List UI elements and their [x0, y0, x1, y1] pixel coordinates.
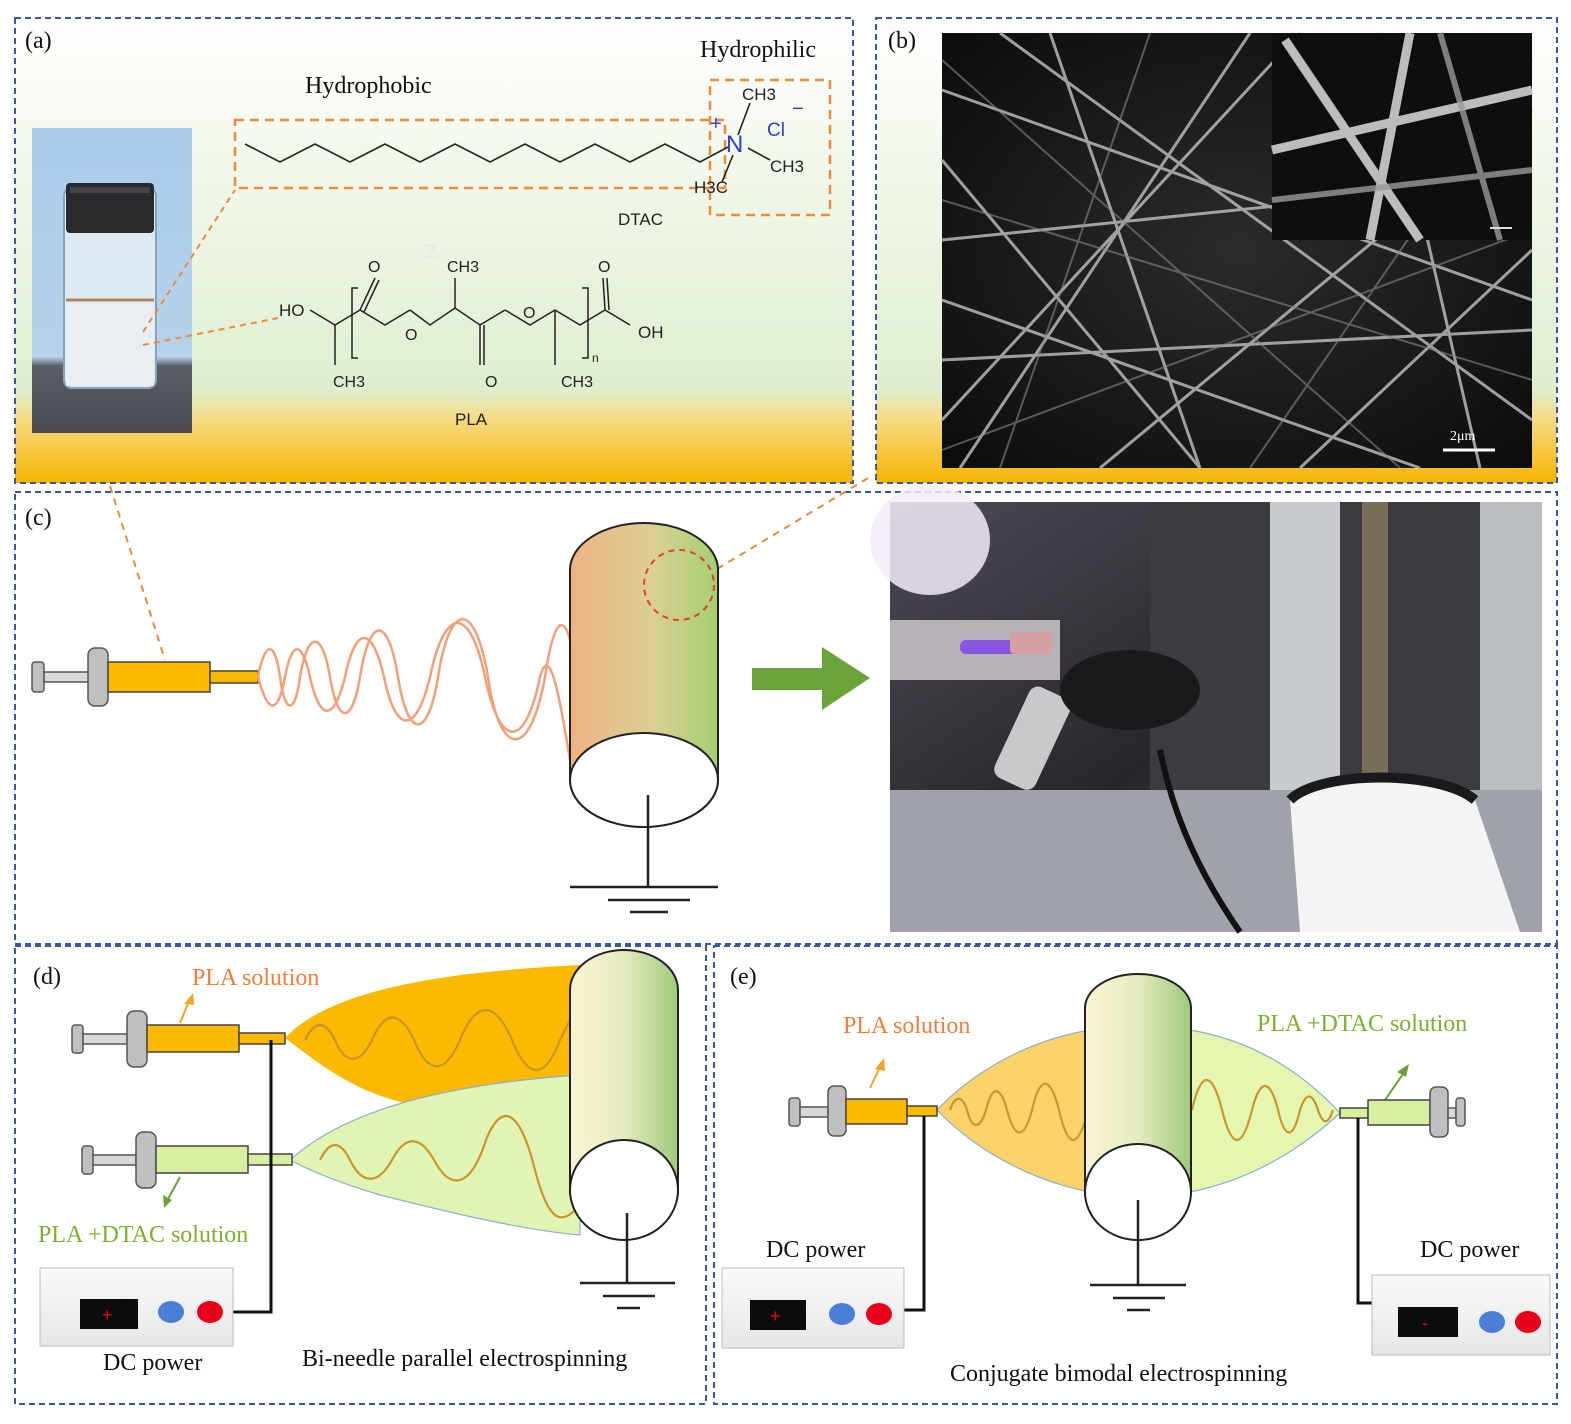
d-power-sign: + — [102, 1305, 113, 1325]
e-dc-power-label-right: DC power — [1420, 1237, 1519, 1263]
e-power-sign-left: + — [770, 1306, 781, 1326]
e-arrow-dtac — [1384, 1073, 1404, 1101]
dtac-ch3-right: CH3 — [770, 157, 804, 176]
d-pla-dtac-label: PLA +DTAC solution — [38, 1222, 248, 1248]
syringe-e-pla — [788, 1085, 938, 1137]
dtac-bond-right — [747, 147, 771, 161]
panel-b-label: (b) — [888, 28, 916, 54]
e-wave-pla — [948, 1082, 1090, 1142]
d-caption: Bi-needle parallel electrospinning — [302, 1346, 627, 1372]
syringe-e-pla-dtac — [1339, 1086, 1466, 1138]
pla-o-5: O — [598, 259, 610, 276]
ground-symbol-e — [1090, 1200, 1186, 1312]
e-dc-power-supply-left: + — [721, 1267, 905, 1349]
pla-ch3-3: CH3 — [561, 374, 593, 391]
dtac-bond-up — [737, 102, 751, 136]
d-wave-pla-dtac — [319, 1114, 576, 1219]
e-arrow-pla-head — [875, 1058, 885, 1071]
syringe-d-pla — [71, 1010, 286, 1068]
panel-a-label: (a) — [25, 28, 52, 54]
pla-callout-line — [142, 317, 279, 346]
e-caption: Conjugate bimodal electrospinning — [950, 1361, 1287, 1387]
e-dc-power-supply-right: - — [1371, 1274, 1551, 1356]
sem-scalebar-label: 2μm — [1450, 429, 1476, 444]
sem-image: 2μm — [940, 31, 1534, 470]
hydrophobic-label: Hydrophobic — [305, 73, 432, 99]
e-power-wire-right — [1356, 1118, 1372, 1305]
hydrophobic-box — [233, 118, 727, 190]
ground-symbol-c — [570, 795, 718, 914]
e-dc-power-label-left: DC power — [766, 1237, 865, 1263]
d-wave-pla — [304, 1009, 576, 1071]
collector-cylinder-d — [569, 949, 679, 1241]
dtac-bond-down — [721, 154, 734, 183]
callout-b-to-c — [711, 477, 869, 573]
d-dc-power-label: DC power — [103, 1350, 202, 1376]
electrospinning-photo — [870, 485, 1542, 934]
syringe-c — [31, 647, 259, 707]
d-power-wire — [233, 1040, 273, 1314]
d-arrow-dtac — [167, 1176, 181, 1200]
pla-ch3-1: CH3 — [333, 374, 365, 391]
collector-cylinder-e — [1084, 973, 1192, 1241]
syringe-d-pla-dtac — [81, 1131, 293, 1189]
pla-o-2: O — [405, 327, 417, 344]
pla-stray-z: Z — [426, 242, 437, 262]
pla-oh: OH — [638, 323, 664, 342]
callout-a-to-c — [109, 485, 166, 661]
panel-e-label: (e) — [730, 964, 757, 990]
d-arrow-pla — [179, 1000, 190, 1024]
d-jet-fan-pla — [285, 965, 580, 1107]
dtac-name: DTAC — [618, 210, 663, 229]
pla-o-1: O — [368, 259, 380, 276]
d-dc-power-supply: + — [39, 1267, 234, 1347]
e-power-wire-left — [904, 1116, 926, 1312]
e-arrow-pla — [869, 1066, 881, 1089]
e-pla-solution-label: PLA solution — [843, 1013, 970, 1039]
jet-spiral-c — [256, 618, 572, 741]
dtac-minus: − — [792, 98, 804, 120]
e-pla-dtac-label: PLA +DTAC solution — [1257, 1011, 1467, 1037]
dtac-plus: + — [710, 113, 722, 135]
d-pla-solution-label: PLA solution — [192, 965, 319, 991]
d-arrow-pla-head — [184, 993, 194, 1005]
hydrophilic-label: Hydrophilic — [700, 37, 816, 63]
d-arrow-dtac-head — [163, 1195, 172, 1208]
pla-structure — [309, 277, 631, 365]
green-arrow — [752, 647, 870, 710]
pla-ho: HO — [279, 301, 305, 320]
pla-o-3: O — [485, 374, 497, 391]
panel-d-label: (d) — [33, 964, 61, 990]
jet-spiral-c-echo — [256, 621, 572, 761]
pla-ch3-2: CH3 — [447, 259, 479, 276]
dtac-cl: Cl — [767, 120, 785, 141]
pla-name: PLA — [455, 410, 488, 429]
e-arrow-dtac-head — [1397, 1064, 1409, 1077]
d-jet-fan-pla-dtac — [288, 1074, 581, 1236]
dtac-ch3-top: CH3 — [742, 85, 776, 104]
pla-n-subscript: n — [592, 351, 599, 365]
ground-symbol-d — [580, 1213, 675, 1310]
panel-c-label: (c) — [25, 505, 52, 531]
e-wave-pla-dtac — [1190, 1078, 1335, 1142]
vial-photo — [32, 128, 192, 433]
dtac-h3c: H3C — [694, 178, 728, 197]
dtac-alkyl-chain — [244, 143, 729, 163]
pla-o-4: O — [523, 305, 535, 322]
hydrophilic-box — [708, 78, 832, 217]
dtac-n: N — [726, 131, 743, 158]
collector-cylinder-c — [569, 522, 719, 828]
e-power-sign-right: - — [1422, 1313, 1428, 1333]
